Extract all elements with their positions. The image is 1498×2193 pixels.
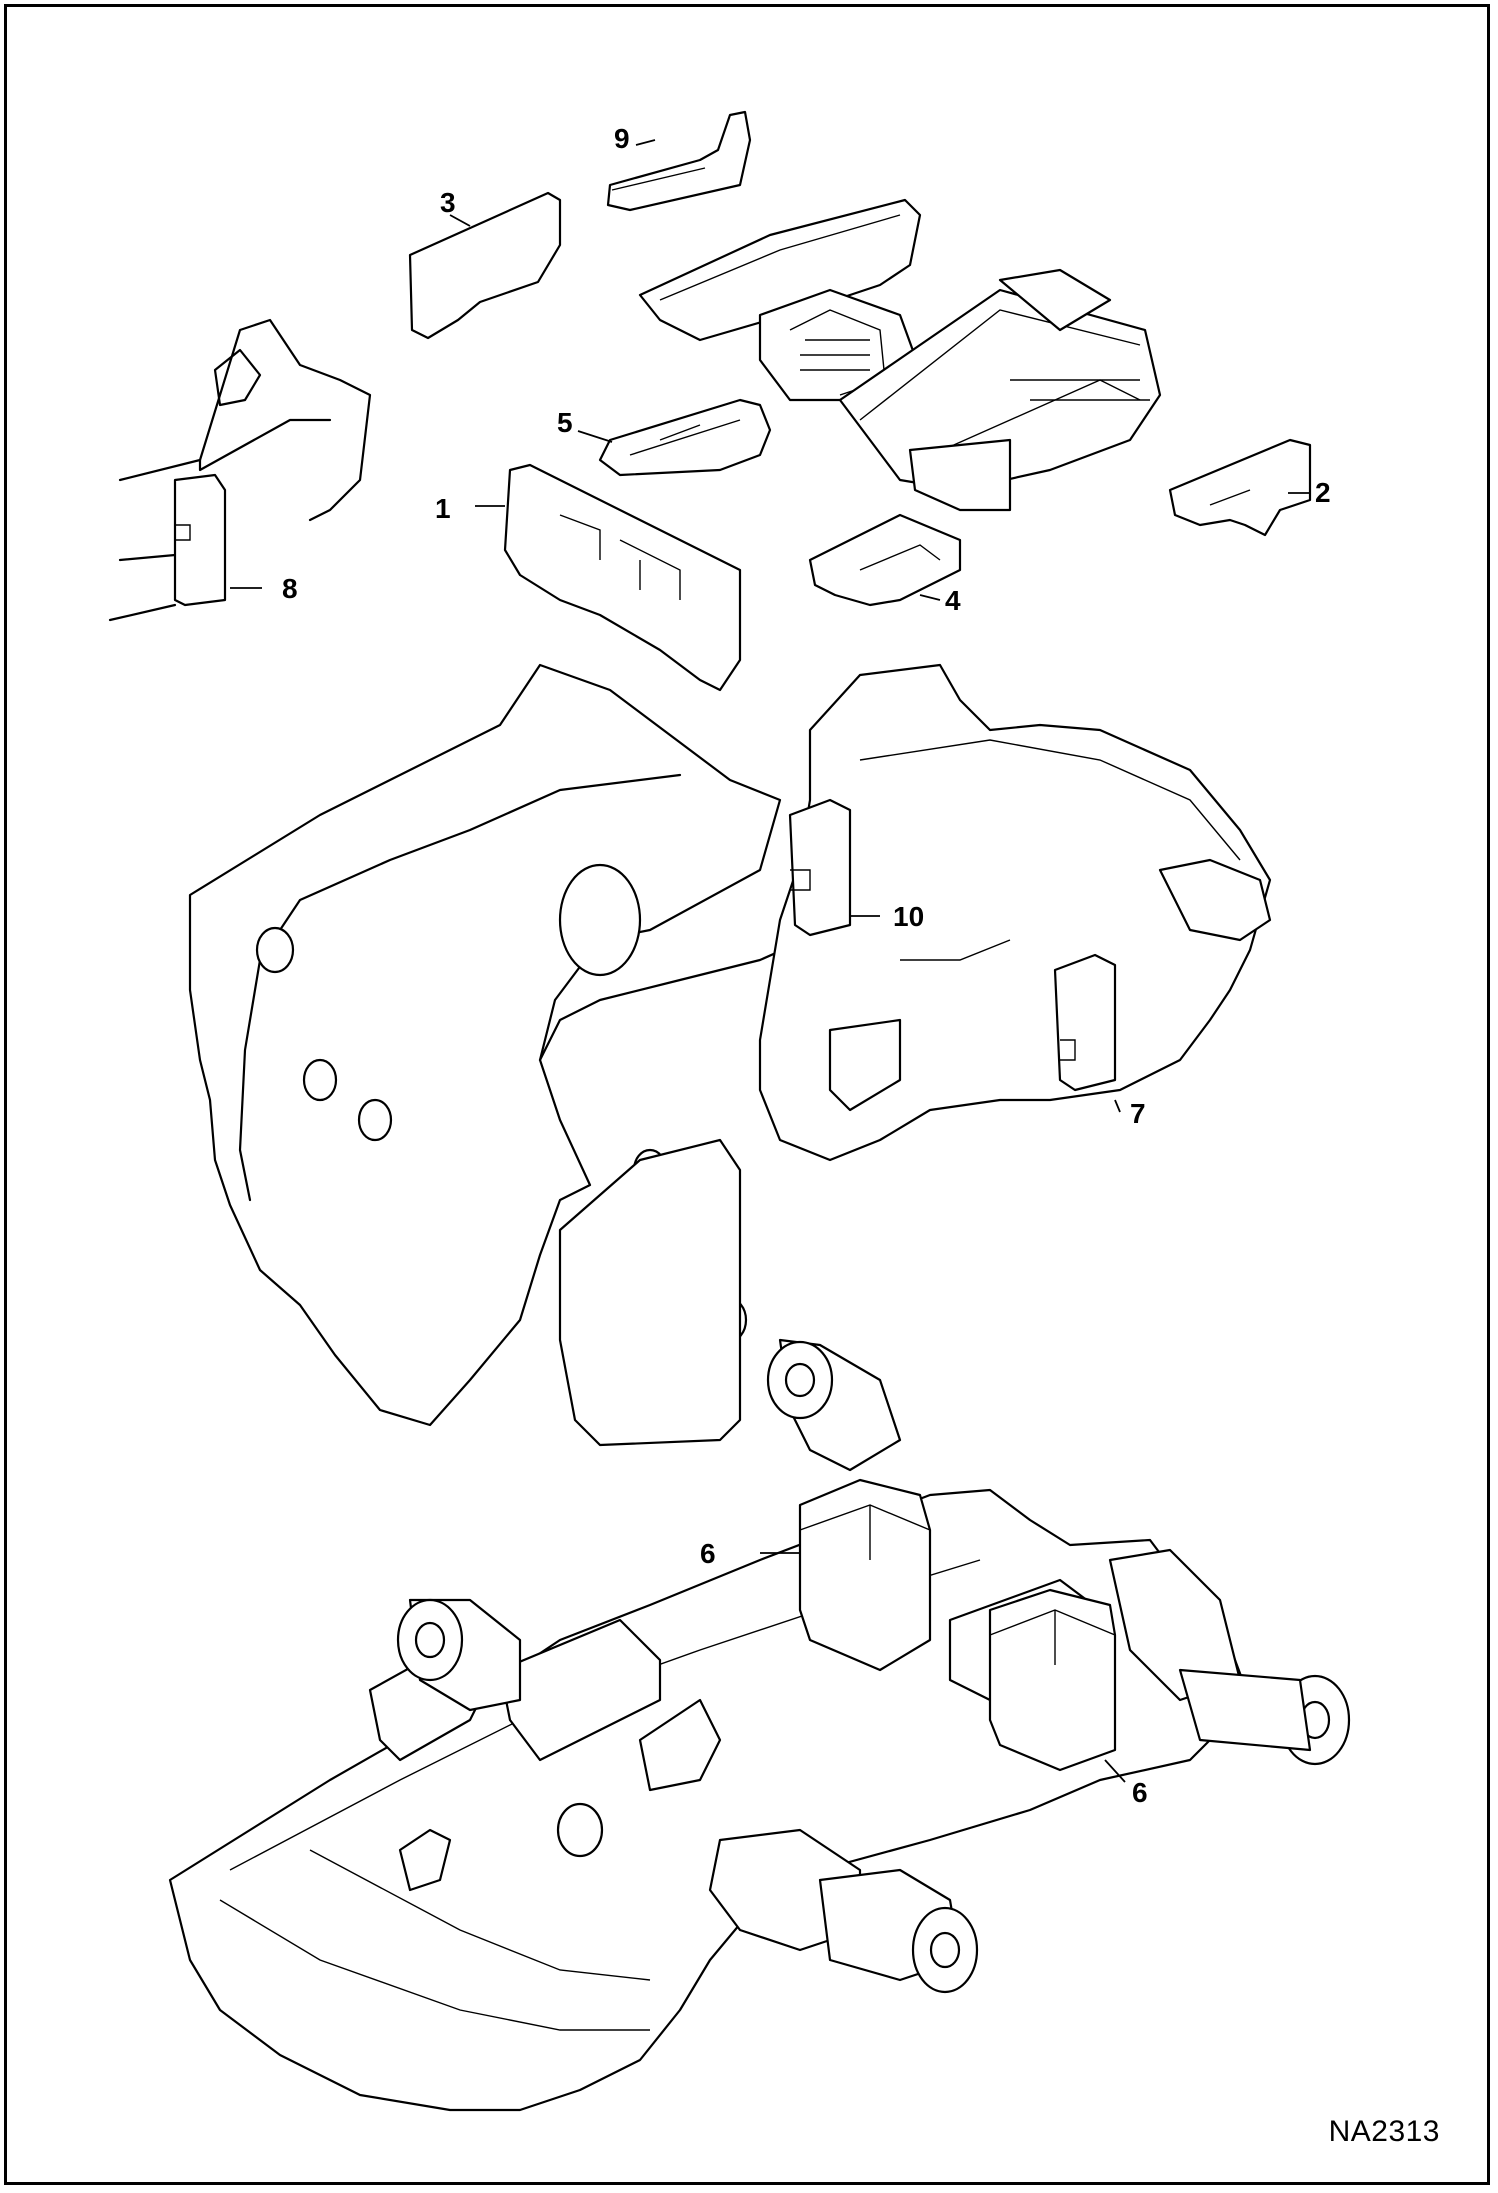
part-4-floor-pad (808, 513, 962, 607)
axle-rear-right (1108, 1548, 1351, 1766)
callout-8: 8 (282, 573, 298, 604)
part-10-insulation-block (788, 798, 852, 937)
diagram-border (4, 4, 1490, 2185)
callout-6-upper: 6 (700, 1538, 716, 1569)
upper-cab-assembly (638, 198, 1162, 512)
callout-4: 4 (945, 585, 961, 616)
part-1-insulation-panel (503, 463, 742, 692)
axle-front-left (396, 1598, 522, 1712)
part-2-end-panel (1168, 438, 1312, 537)
part-9-foam-strip (606, 110, 752, 212)
leader-lines (230, 139, 1310, 1783)
callout-6-lower: 6 (1132, 1777, 1148, 1808)
callout-9: 9 (614, 123, 630, 154)
lower-chassis-frame (168, 1488, 1252, 2112)
callout-labels: 3 9 5 1 2 4 8 10 7 6 6 (282, 123, 1331, 1808)
callout-5: 5 (557, 407, 573, 438)
part-5-floor-mat (598, 398, 772, 477)
axle-front-right (818, 1868, 979, 1994)
callout-3: 3 (440, 187, 456, 218)
callout-2: 2 (1315, 477, 1331, 508)
callout-7: 7 (1130, 1098, 1146, 1129)
part-6-insulation-block-lower (988, 1588, 1117, 1772)
callout-10: 10 (893, 901, 924, 932)
drawing-id: NA2313 (1328, 2115, 1440, 2148)
part-7-insulation-block (1053, 953, 1117, 1092)
part-8-detail-view (108, 318, 372, 622)
axle-rear-left (766, 1338, 902, 1472)
part-3-side-panel (408, 191, 562, 340)
part-6-insulation-block-upper (798, 1478, 932, 1672)
callout-1: 1 (435, 493, 451, 524)
main-frame-upright (188, 663, 1272, 1447)
